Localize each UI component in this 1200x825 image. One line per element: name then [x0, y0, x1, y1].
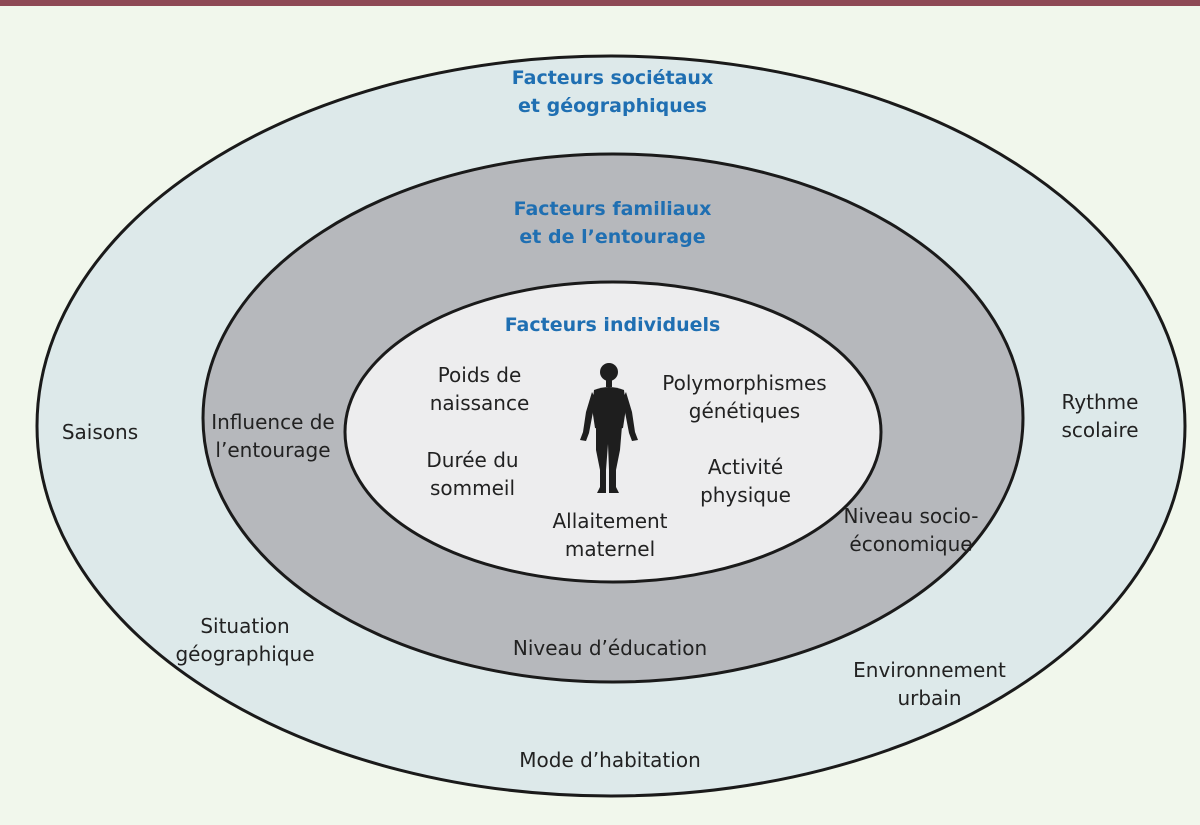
- inner-ring-title: Facteurs individuels: [504, 314, 721, 336]
- label-influence-entourage: Influence de l’entourage: [211, 410, 335, 462]
- outer-ring-title: Facteurs sociétaux et géographiques: [511, 67, 714, 117]
- label-situation-geographique: Situation géographique: [175, 614, 315, 666]
- label-niveau-education: Niveau d’éducation: [512, 636, 708, 660]
- label-polymorphismes: Polymorphismes génétiques: [662, 371, 827, 423]
- top-accent-bar: [0, 0, 1200, 6]
- label-poids-naissance: Poids de naissance: [429, 363, 530, 415]
- label-saisons: Saisons: [61, 420, 139, 444]
- label-duree-sommeil: Durée du sommeil: [426, 448, 519, 500]
- label-mode-habitation: Mode d’habitation: [519, 748, 701, 772]
- label-allaitement: Allaitement maternel: [552, 509, 668, 561]
- label-activite-physique: Activité physique: [700, 455, 791, 507]
- label-environnement-urbain: Environnement urbain: [853, 658, 1006, 710]
- middle-ring-title: Facteurs familiaux et de l’entourage: [513, 198, 712, 248]
- human-silhouette-icon: [580, 363, 638, 493]
- label-rythme-scolaire: Rythme scolaire: [1061, 390, 1139, 442]
- label-niveau-socio-economique: Niveau socio- économique: [843, 504, 979, 556]
